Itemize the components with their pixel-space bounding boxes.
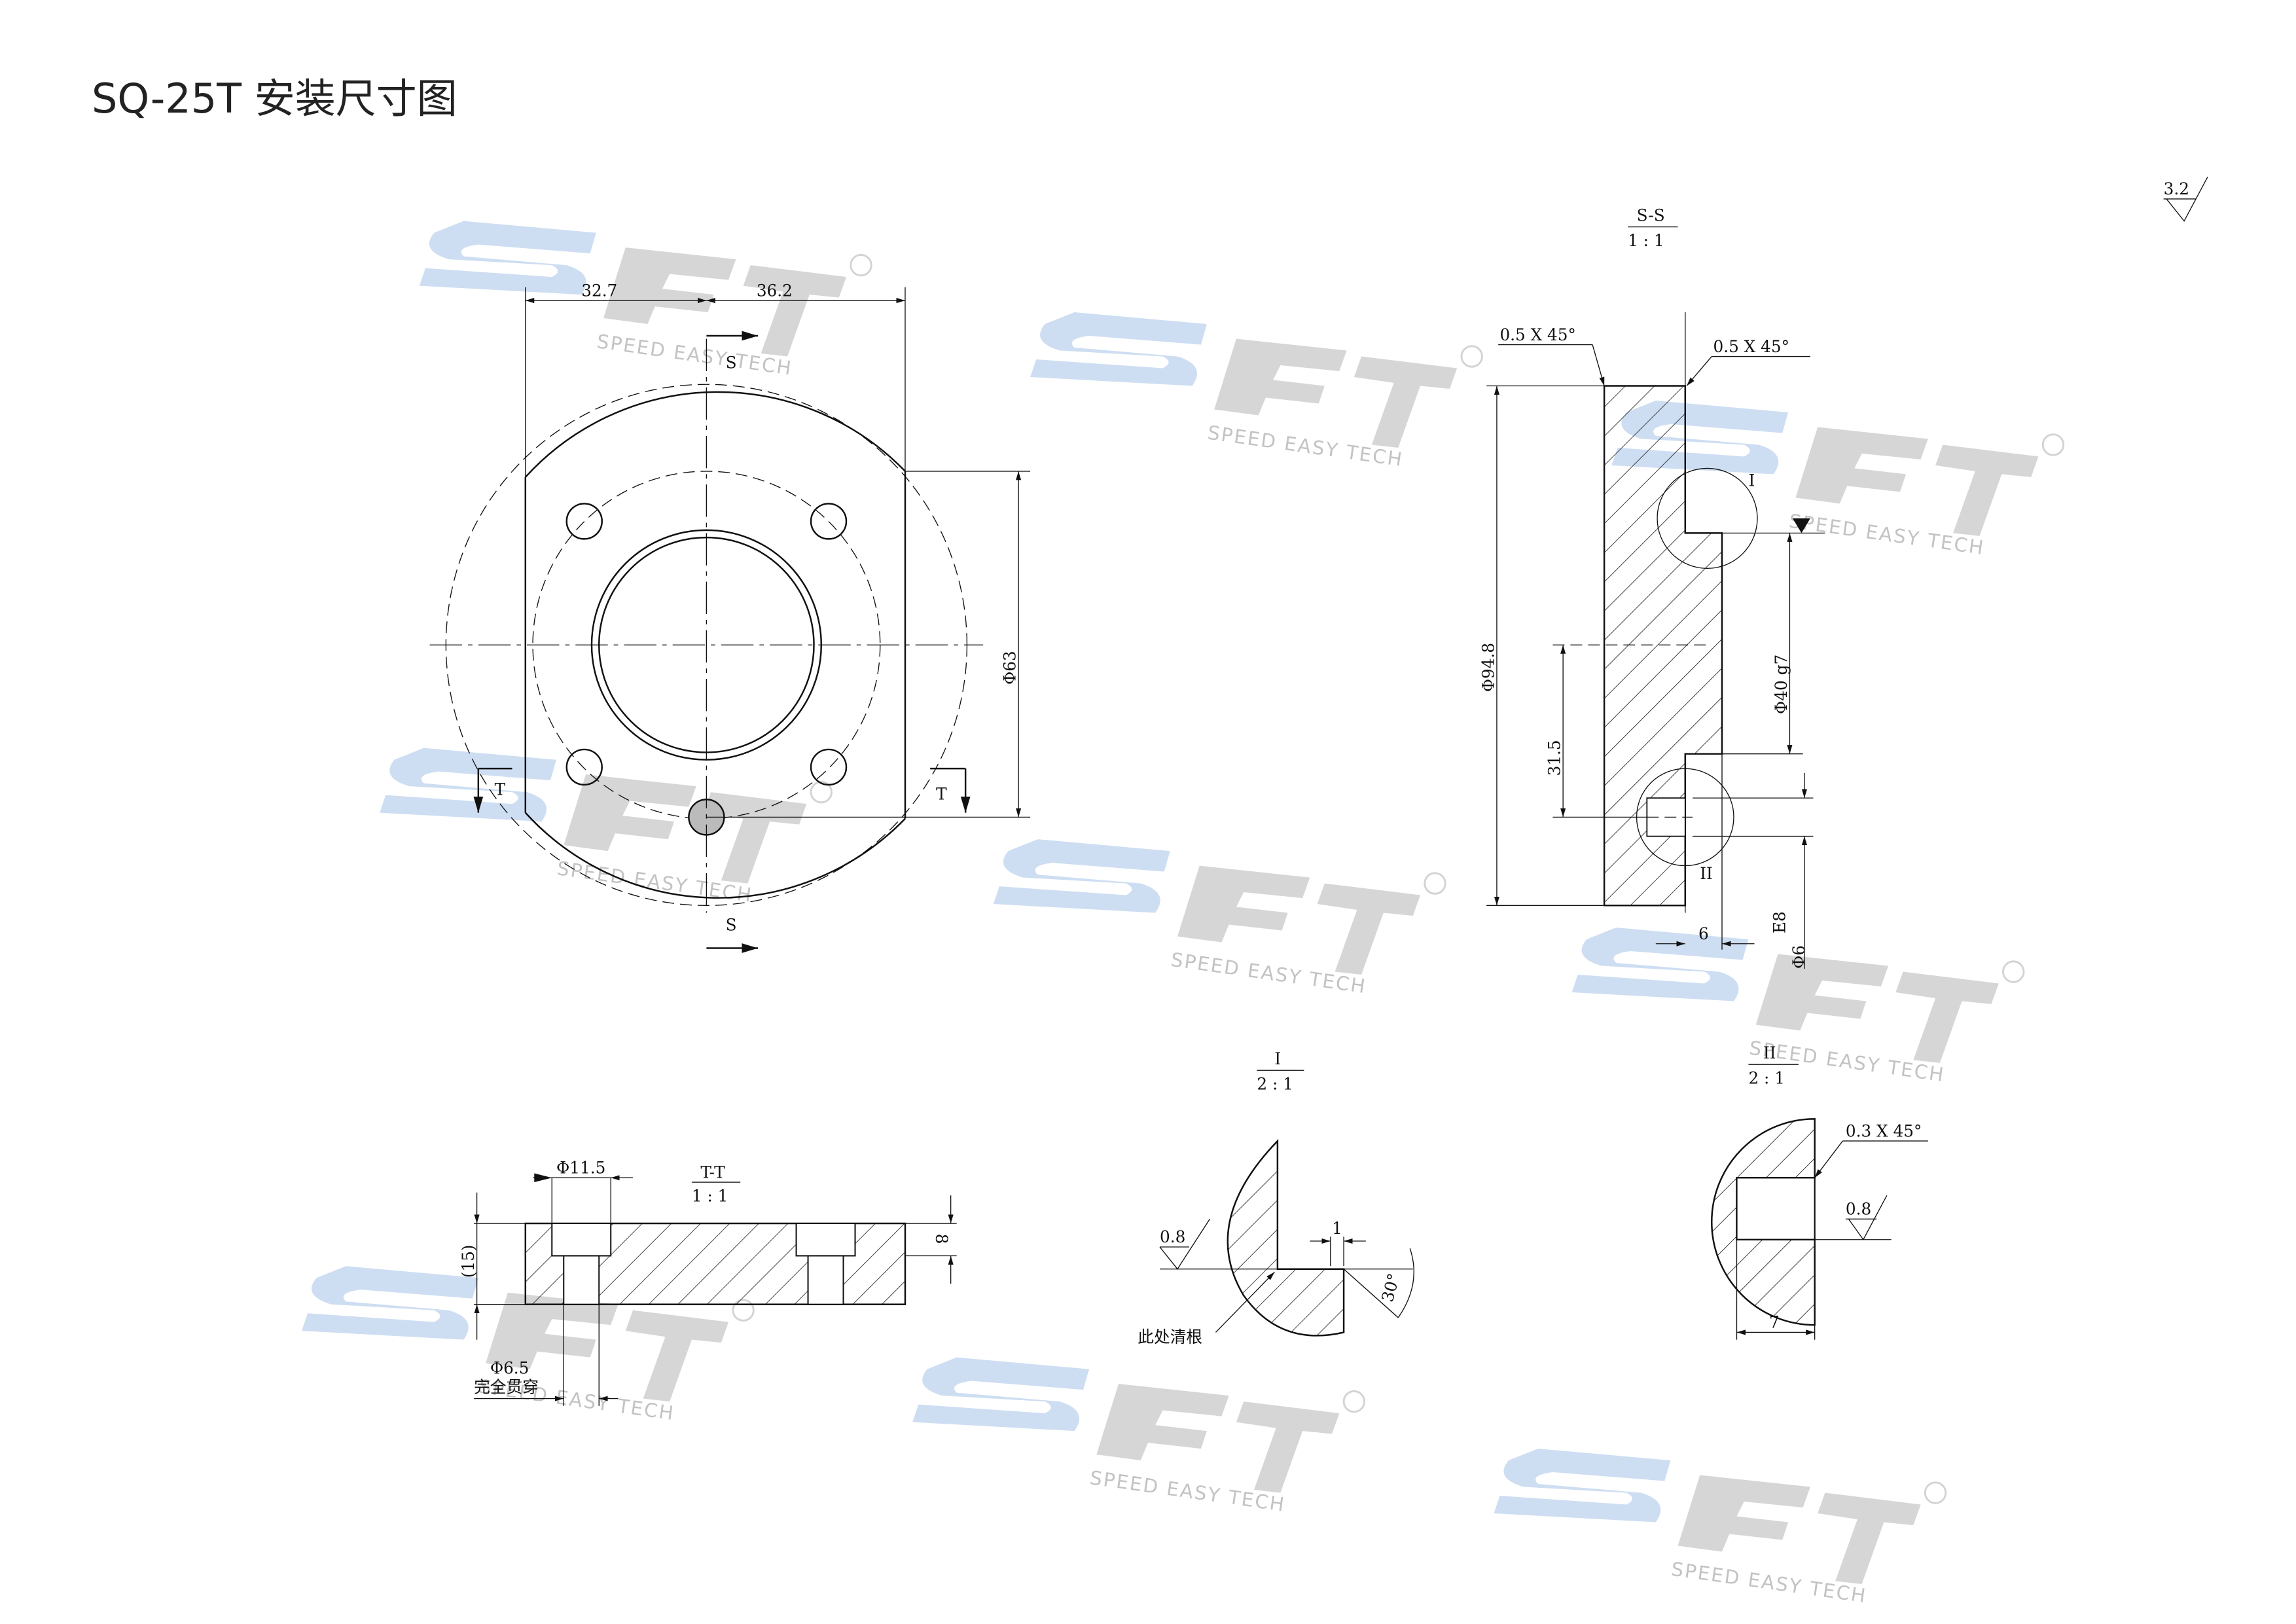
svg-text:1 : 1: 1 : 1 — [1628, 231, 1664, 250]
svg-text:S: S — [726, 353, 737, 372]
watermark-logos — [300, 220, 2065, 1608]
svg-text:完全贯穿: 完全贯穿 — [474, 1378, 539, 1397]
svg-text:6: 6 — [1698, 924, 1709, 943]
svg-text:(15): (15) — [459, 1244, 478, 1278]
svg-text:T-T: T-T — [700, 1163, 725, 1182]
svg-text:2 : 1: 2 : 1 — [1257, 1074, 1293, 1093]
svg-text:0.8: 0.8 — [1160, 1227, 1185, 1246]
svg-text:II: II — [1700, 864, 1713, 883]
svg-text:T: T — [495, 780, 506, 799]
svg-text:Φ94.8: Φ94.8 — [1479, 643, 1498, 692]
svg-text:31.5: 31.5 — [1545, 740, 1564, 776]
section-s-s: S-S 1 : 1 I II 0.5 X 45° 0.5 X 45° Φ94.8… — [1479, 206, 1825, 969]
svg-text:II: II — [1763, 1043, 1776, 1062]
svg-text:0.5 X 45°: 0.5 X 45° — [1499, 325, 1575, 344]
svg-text:7: 7 — [1769, 1313, 1780, 1332]
dim-32-7: 32.7 — [581, 281, 617, 300]
dim-bolt-circle: Φ63 — [1001, 651, 1020, 685]
svg-text:3.2: 3.2 — [2164, 179, 2189, 198]
svg-text:1: 1 — [1332, 1219, 1342, 1238]
detail-II: II 2 : 1 0.3 X 45° 0.8 7 — [1711, 1043, 1928, 1340]
section-t-t: T-T 1 : 1 Φ11.5 (15) 8 Φ6.5 完全贯穿 — [459, 1159, 957, 1406]
svg-text:此处清根: 此处清根 — [1138, 1327, 1202, 1346]
svg-text:E8: E8 — [1770, 911, 1789, 933]
page-title: SQ-25T 安装尺寸图 — [92, 75, 457, 122]
svg-text:0.8: 0.8 — [1846, 1200, 1871, 1219]
svg-text:T: T — [936, 784, 947, 803]
svg-text:0.3 X 45°: 0.3 X 45° — [1846, 1121, 1922, 1140]
svg-text:30°: 30° — [1378, 1271, 1403, 1304]
svg-text:I: I — [1748, 471, 1755, 490]
svg-text:Φ40 g7: Φ40 g7 — [1772, 655, 1791, 714]
roughness-symbol-general: 3.2 — [2163, 176, 2208, 222]
svg-text:2 : 1: 2 : 1 — [1748, 1068, 1785, 1087]
svg-text:I: I — [1274, 1049, 1281, 1068]
dim-36-2: 36.2 — [757, 281, 793, 300]
svg-text:8: 8 — [932, 1234, 951, 1244]
svg-text:S: S — [726, 916, 737, 935]
svg-text:Φ6: Φ6 — [1789, 945, 1808, 969]
front-view: 32.7 36.2 Φ63 S S T T — [429, 281, 1031, 953]
svg-text:S-S: S-S — [1637, 206, 1665, 225]
svg-text:Φ11.5: Φ11.5 — [556, 1159, 605, 1178]
svg-text:1 : 1: 1 : 1 — [692, 1186, 728, 1205]
detail-I: I 2 : 1 0.8 1 30° 此处清根 — [1138, 1049, 1414, 1346]
svg-text:0.5 X 45°: 0.5 X 45° — [1713, 337, 1789, 356]
svg-text:Φ6.5: Φ6.5 — [490, 1358, 529, 1377]
